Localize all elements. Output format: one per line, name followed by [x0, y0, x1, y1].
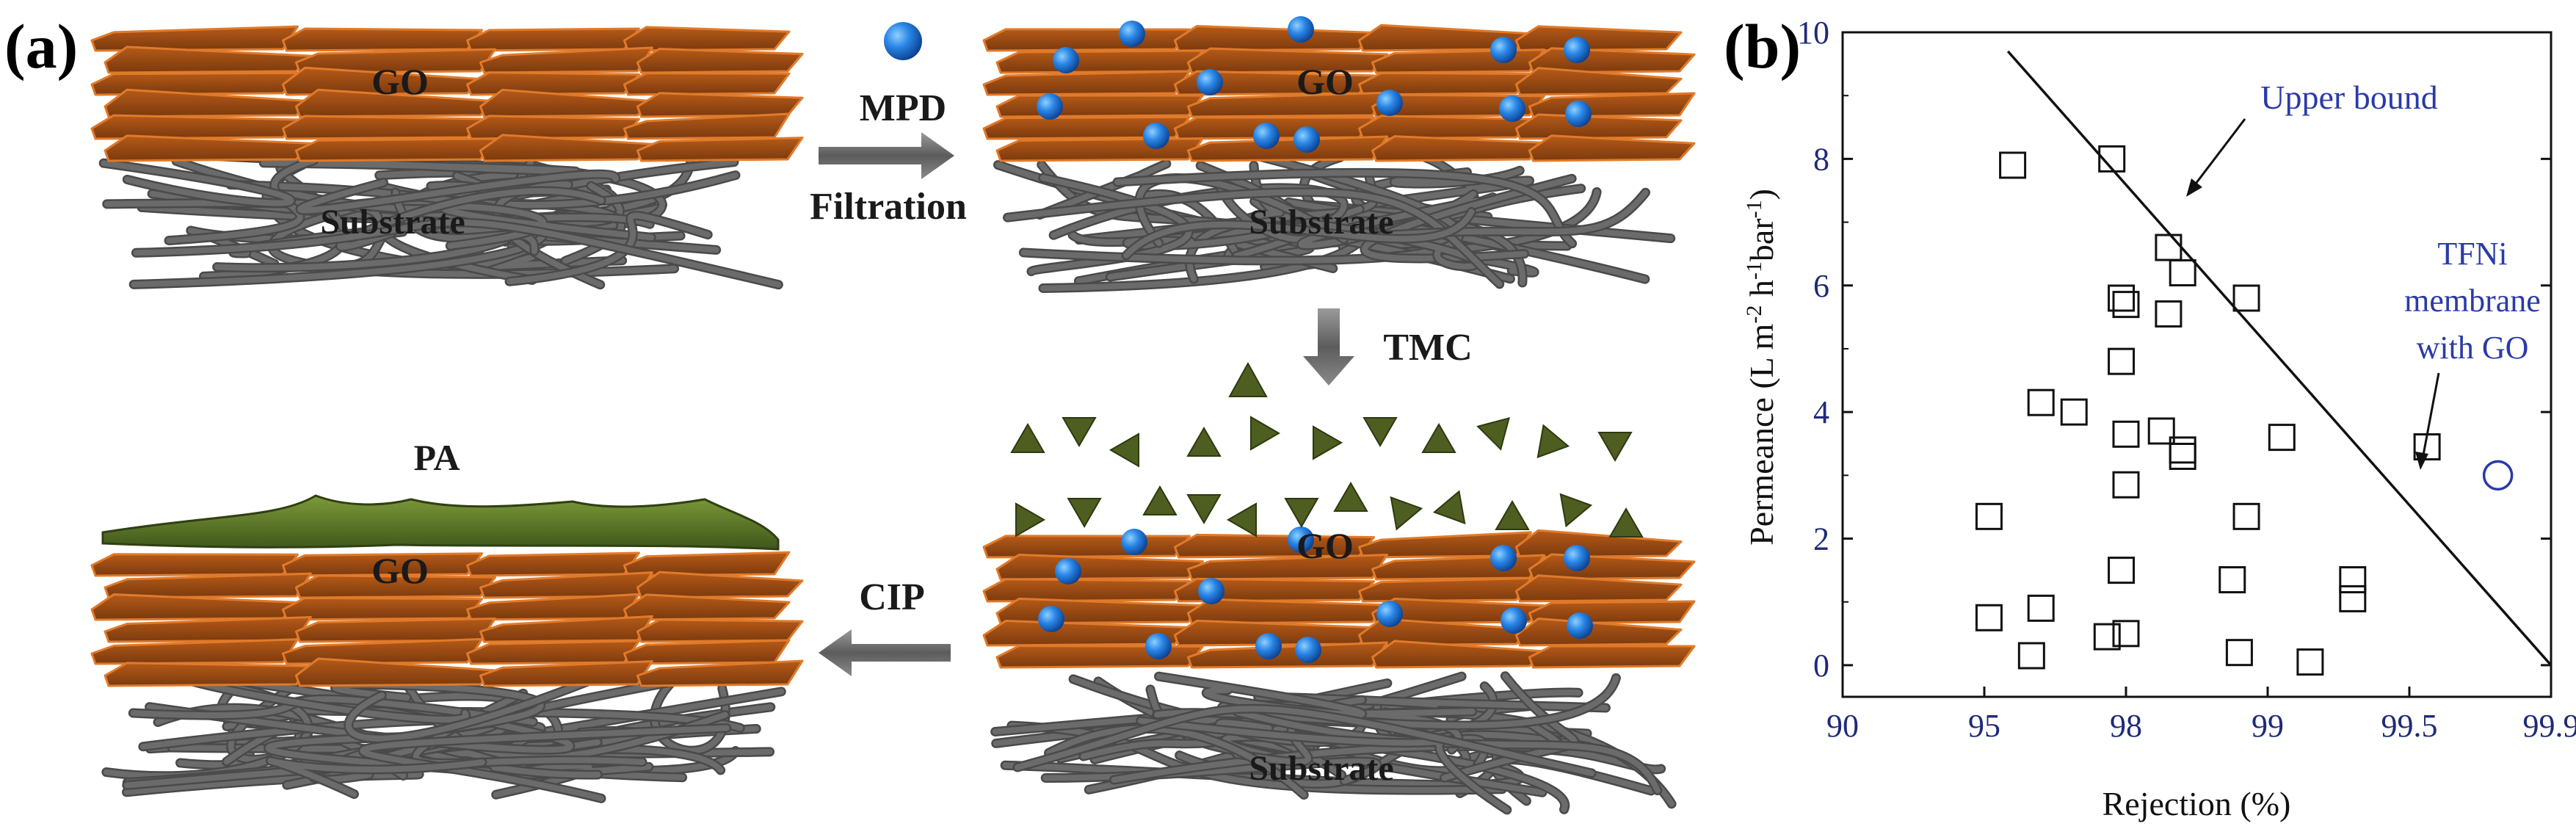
substrate-fibers	[98, 151, 783, 290]
pa-label: PA	[414, 437, 460, 478]
y-tick-label: 6	[1813, 268, 1829, 304]
data-point-square	[2112, 620, 2140, 648]
go-sheets	[90, 25, 804, 162]
data-point-square	[1975, 604, 2003, 631]
substrate-label-tr: Substrate	[1249, 203, 1393, 242]
y-tick-label: 8	[1813, 141, 1829, 177]
y-tick-label: 4	[1813, 394, 1829, 430]
y-tick-label: 10	[1797, 15, 1829, 51]
go-label-tr: GO	[1296, 61, 1354, 102]
tfni-arrowhead	[2415, 452, 2428, 470]
data-point-square	[2093, 623, 2121, 651]
data-point-square	[2098, 145, 2126, 173]
data-point-square	[2112, 291, 2140, 319]
go-sheets	[982, 23, 1696, 162]
y-tick-label: 2	[1813, 521, 1829, 557]
data-point-tfni	[2482, 460, 2514, 491]
go-label-tl: GO	[371, 61, 429, 102]
data-point-square	[2060, 398, 2088, 426]
mpd-bead-icon	[884, 22, 922, 60]
right-arrow-icon	[819, 132, 954, 179]
pa-layer	[101, 494, 780, 551]
tmc-molecules	[1010, 416, 1644, 537]
data-point-square	[2108, 284, 2136, 312]
y-axis-title: Permeance (L m-2 h-1bar-1)	[1742, 189, 1781, 546]
x-tick-label: 90	[1826, 708, 1859, 744]
data-point-square	[2339, 584, 2367, 612]
data-point-square	[2147, 417, 2175, 445]
data-point-square	[2108, 557, 2136, 584]
data-point-square	[2268, 424, 2296, 452]
tfni-label-line2: membrane	[2404, 283, 2541, 319]
data-point-square	[2232, 502, 2260, 530]
data-point-square	[2218, 566, 2246, 594]
substrate-label-tl: Substrate	[320, 203, 465, 242]
upper-bound-label: Upper bound	[2260, 79, 2437, 116]
down-arrow-icon	[1303, 308, 1354, 385]
tfni-label-line3: with GO	[2417, 330, 2529, 366]
tfni-pointer	[2421, 372, 2440, 460]
x-tick-label: 99.9	[2523, 708, 2576, 744]
panel-a-label: (a)	[4, 11, 78, 82]
y-axis-title-main: Permeance (L m	[1743, 323, 1780, 545]
filtration-label: Filtration	[810, 186, 967, 228]
data-point-square	[2169, 259, 2196, 287]
go-label-bl: GO	[371, 550, 429, 591]
data-point-square	[2108, 347, 2136, 375]
data-point-square	[2155, 300, 2183, 328]
upper-bound-arrowhead	[2186, 178, 2202, 197]
go-sheets	[90, 551, 804, 687]
go-sheets	[982, 529, 1696, 669]
substrate-fibers	[990, 671, 1677, 815]
data-point-square	[2112, 471, 2140, 499]
data-point-square	[2112, 420, 2140, 448]
data-point-square	[2296, 648, 2324, 676]
substrate-label-br: Substrate	[1249, 749, 1393, 788]
upper-bound-pointer	[2190, 118, 2246, 190]
data-point-square	[2017, 642, 2045, 670]
data-point-square	[2232, 284, 2260, 312]
tmc-triangle-icon	[1228, 361, 1268, 397]
x-tick-label: 99	[2252, 708, 2284, 744]
membrane-stack-tmc-exposure	[982, 526, 1696, 815]
data-point-square	[2169, 442, 2196, 470]
mpd-label: MPD	[860, 87, 946, 129]
panel-b: (b) 90 95 98 99 99.5 99.9 0 2 4 6 8 10 Rejection (%…	[1724, 11, 2576, 822]
x-tick-label: 99.5	[2381, 708, 2438, 744]
data-point-square	[1975, 502, 2003, 530]
data-point-square	[2027, 594, 2055, 622]
data-point-square	[2225, 639, 2253, 667]
panel-b-label: (b)	[1724, 11, 1801, 82]
plot-frame	[1841, 31, 2553, 698]
membrane-stack-mpd-loaded	[982, 16, 1696, 293]
mpd-beads	[1037, 16, 1592, 153]
data-point-square	[2027, 388, 2055, 416]
x-axis-title: Rejection (%)	[2102, 785, 2291, 822]
substrate-fibers	[993, 147, 1676, 293]
panel-a: (a) GO Substrate GO Substrate GO Substra…	[4, 11, 1696, 815]
x-tick-label: 95	[1968, 708, 2000, 744]
data-point-square	[2339, 566, 2367, 594]
tfni-label-line1: TFNi	[2437, 236, 2507, 272]
left-arrow-icon	[819, 629, 951, 676]
data-point-square	[2155, 234, 2183, 261]
cip-label: CIP	[859, 576, 925, 618]
substrate-fibers	[101, 661, 786, 803]
scatter-plot: 90 95 98 99 99.5 99.9 0 2 4 6 8 10	[1797, 15, 2576, 744]
data-point-square	[1999, 151, 2027, 179]
go-label-br: GO	[1296, 525, 1354, 566]
x-tick-label: 98	[2110, 708, 2142, 744]
membrane-stack-go-substrate	[90, 25, 804, 290]
y-tick-label: 0	[1813, 648, 1829, 684]
tmc-label: TMC	[1383, 327, 1472, 369]
membrane-stack-pa-coated	[90, 551, 804, 803]
mpd-beads	[1038, 526, 1593, 663]
